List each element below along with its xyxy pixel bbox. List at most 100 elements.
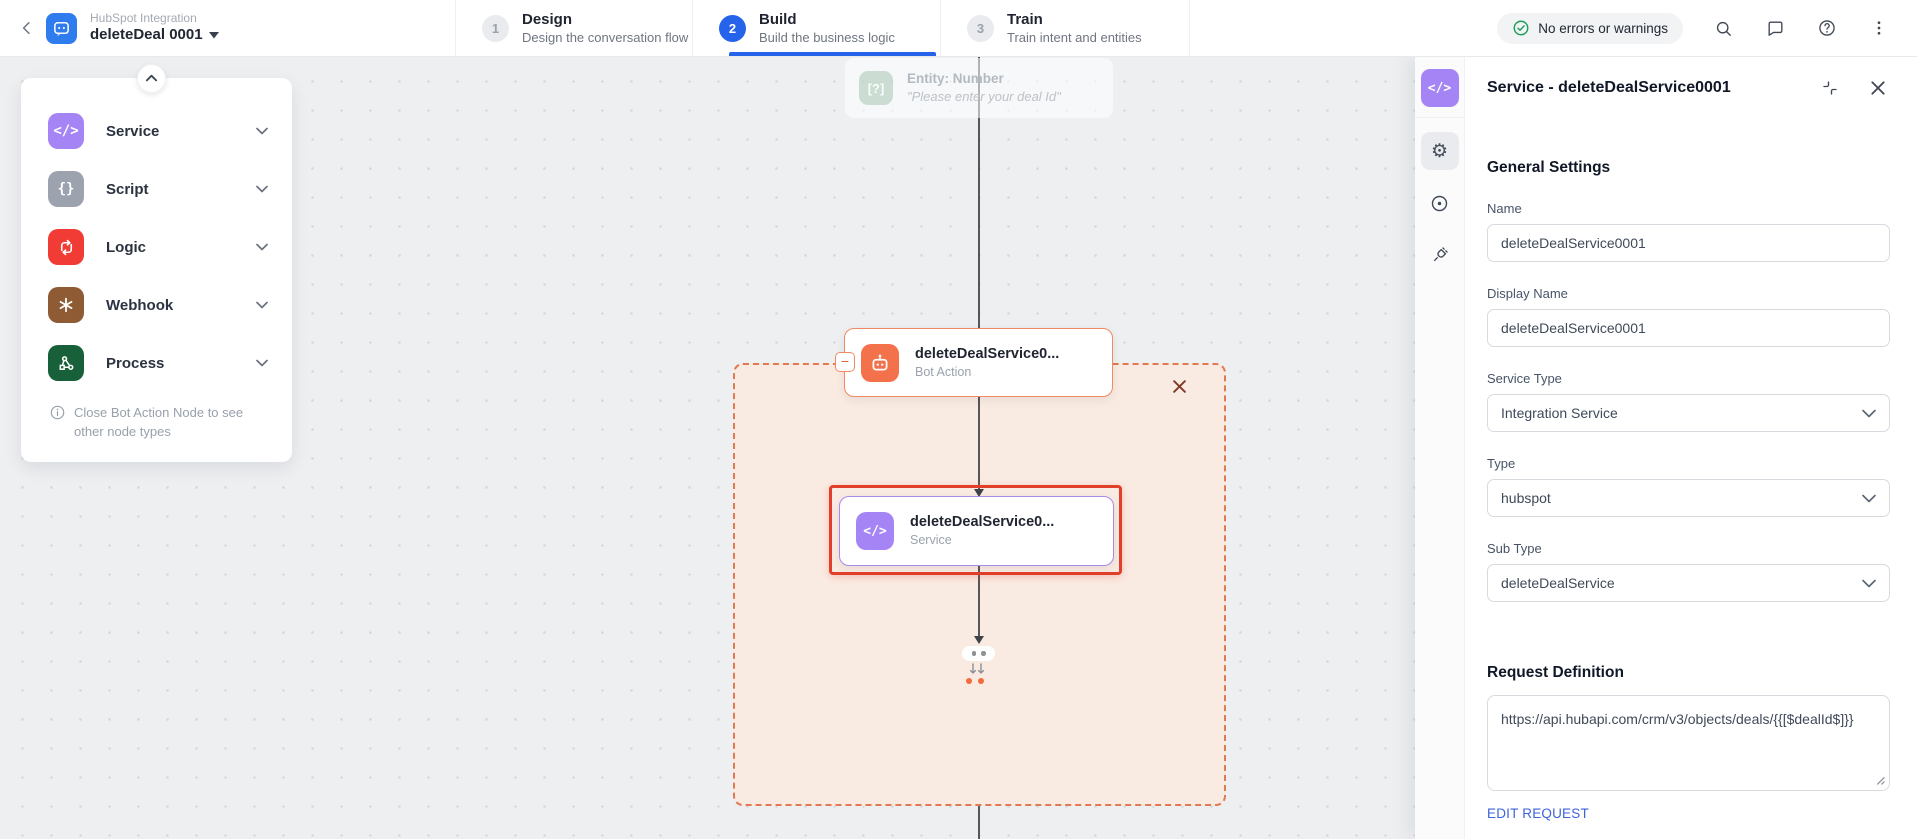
back-button[interactable] <box>12 13 42 43</box>
palette-note-text: Close Bot Action Node to see other node … <box>74 405 244 439</box>
drop-target-arrows-icon <box>966 663 988 681</box>
properties-panel: </> ⚙ Service - deleteDealService0001 <box>1415 57 1917 839</box>
resize-handle-icon[interactable] <box>1874 774 1885 785</box>
nodes-icon <box>48 345 84 381</box>
app-titles: HubSpot Integration deleteDeal 0001 <box>90 11 219 45</box>
plug-icon <box>1433 247 1448 262</box>
collapse-icon <box>1823 81 1837 95</box>
bot-action-collapse-button[interactable]: − <box>835 352 855 372</box>
app-title[interactable]: deleteDeal 0001 <box>90 26 219 45</box>
check-circle-icon <box>1513 20 1529 36</box>
arrowhead-into-drop <box>974 636 984 644</box>
bot-action-node[interactable]: deleteDealService0... Bot Action <box>844 328 1113 397</box>
request-url-textarea[interactable]: https://api.hubapi.com/crm/v3/objects/de… <box>1487 695 1890 791</box>
comments-button[interactable] <box>1763 16 1787 40</box>
service-node-icon: </> <box>856 512 894 550</box>
tab-design-number: 1 <box>482 14 509 42</box>
chevron-up-icon <box>145 74 158 82</box>
flow-canvas[interactable]: [?] Entity: Number "Please enter your de… <box>0 57 1415 839</box>
edit-request-link[interactable]: EDIT REQUEST <box>1487 806 1589 821</box>
search-icon <box>1716 21 1731 36</box>
tab-build[interactable]: 2 Build Build the business logic <box>692 0 940 56</box>
rail-settings-button[interactable]: ⚙ <box>1420 132 1459 170</box>
request-definition-heading: Request Definition <box>1487 664 1624 681</box>
service-type-select[interactable]: Integration Service <box>1487 394 1890 432</box>
service-type-value: Integration Service <box>1501 405 1618 421</box>
tab-design-label: Design <box>522 11 573 28</box>
tab-build-number: 2 <box>719 14 746 42</box>
palette-item-script[interactable]: {} Script <box>21 160 292 218</box>
kebab-menu-icon <box>1877 21 1881 35</box>
tab-train-label: Train <box>1007 11 1043 28</box>
entity-node-icon: [?] <box>859 71 893 105</box>
tab-train-number: 3 <box>967 14 994 42</box>
bot-action-group-close-button[interactable] <box>1166 373 1192 399</box>
bot-action-node-subtitle: Bot Action <box>915 364 972 379</box>
service-node-texts: deleteDealService0... Service <box>910 512 1054 550</box>
target-icon <box>1431 195 1448 211</box>
sub-type-value: deleteDealService <box>1501 575 1615 591</box>
type-value: hubspot <box>1501 490 1551 506</box>
node-palette: </> Service {} Script Logic Webho <box>21 64 292 462</box>
service-type-label: Service Type <box>1487 371 1562 386</box>
drop-target-dots <box>966 678 984 684</box>
panel-header-actions <box>1818 76 1890 100</box>
entity-node-title: Entity: Number <box>907 70 1004 86</box>
type-select[interactable]: hubspot <box>1487 479 1890 517</box>
service-type-icon: </> <box>1420 69 1459 107</box>
rail-node-type: </> <box>1415 57 1464 118</box>
search-button[interactable] <box>1711 16 1735 40</box>
status-badge[interactable]: No errors or warnings <box>1497 12 1683 44</box>
close-icon <box>1871 81 1885 95</box>
app-subtitle: HubSpot Integration <box>90 11 197 26</box>
connector-botaction-to-service <box>978 397 980 495</box>
entity-node-texts: Entity: Number "Please enter your deal I… <box>907 69 1061 107</box>
panel-close-button[interactable] <box>1866 76 1890 100</box>
palette-collapse-button[interactable] <box>137 64 166 93</box>
rail-connections-button[interactable] <box>1421 236 1459 274</box>
display-name-input[interactable] <box>1487 309 1890 347</box>
palette-item-logic[interactable]: Logic <box>21 218 292 276</box>
chevron-down-icon <box>256 359 268 367</box>
type-label: Type <box>1487 456 1516 471</box>
gear-icon: ⚙ <box>1430 140 1449 162</box>
chevron-down-icon <box>256 301 268 309</box>
caret-down-icon <box>208 32 219 39</box>
tab-design-desc: Design the conversation flow <box>522 30 689 45</box>
sub-type-select[interactable]: deleteDealService <box>1487 564 1890 602</box>
entity-node-ghost[interactable]: [?] Entity: Number "Please enter your de… <box>845 58 1113 118</box>
more-menu-button[interactable] <box>1867 16 1891 40</box>
palette-note: Close Bot Action Node to see other node … <box>21 392 292 442</box>
rail-instance-button[interactable] <box>1421 184 1459 222</box>
palette-item-process[interactable]: Process <box>21 334 292 392</box>
name-label: Name <box>1487 201 1522 216</box>
palette-item-service[interactable]: </> Service <box>21 102 292 160</box>
tab-build-label: Build <box>759 11 797 28</box>
info-icon <box>50 405 65 420</box>
tab-train[interactable]: 3 Train Train intent and entities <box>940 0 1190 56</box>
entity-node-quote: "Please enter your deal Id" <box>907 89 1061 105</box>
palette-item-webhook[interactable]: Webhook <box>21 276 292 334</box>
bot-action-node-texts: deleteDealService0... Bot Action <box>915 344 1059 382</box>
panel-collapse-button[interactable] <box>1818 76 1842 100</box>
palette-item-label: Process <box>106 354 165 372</box>
service-node[interactable]: </> deleteDealService0... Service <box>839 496 1114 566</box>
arrowhead-into-service <box>974 489 984 497</box>
name-input[interactable] <box>1487 224 1890 262</box>
sub-type-label: Sub Type <box>1487 541 1542 556</box>
display-name-label: Display Name <box>1487 286 1568 301</box>
chevron-down-icon <box>256 185 268 193</box>
braces-icon: {} <box>48 171 84 207</box>
tab-train-desc: Train intent and entities <box>1007 30 1142 45</box>
chevron-down-icon <box>1862 494 1876 502</box>
tab-design[interactable]: 1 Design Design the conversation flow <box>455 0 692 56</box>
chevron-down-icon <box>256 127 268 135</box>
palette-item-label: Script <box>106 180 149 198</box>
service-node-selection-outline <box>829 485 1122 575</box>
palette-item-label: Webhook <box>106 296 174 314</box>
panel-title: Service - deleteDealService0001 <box>1487 79 1731 96</box>
header-right: No errors or warnings <box>1497 0 1917 56</box>
service-node-subtitle: Service <box>910 533 952 548</box>
help-button[interactable] <box>1815 16 1839 40</box>
connector-service-down <box>978 566 980 638</box>
